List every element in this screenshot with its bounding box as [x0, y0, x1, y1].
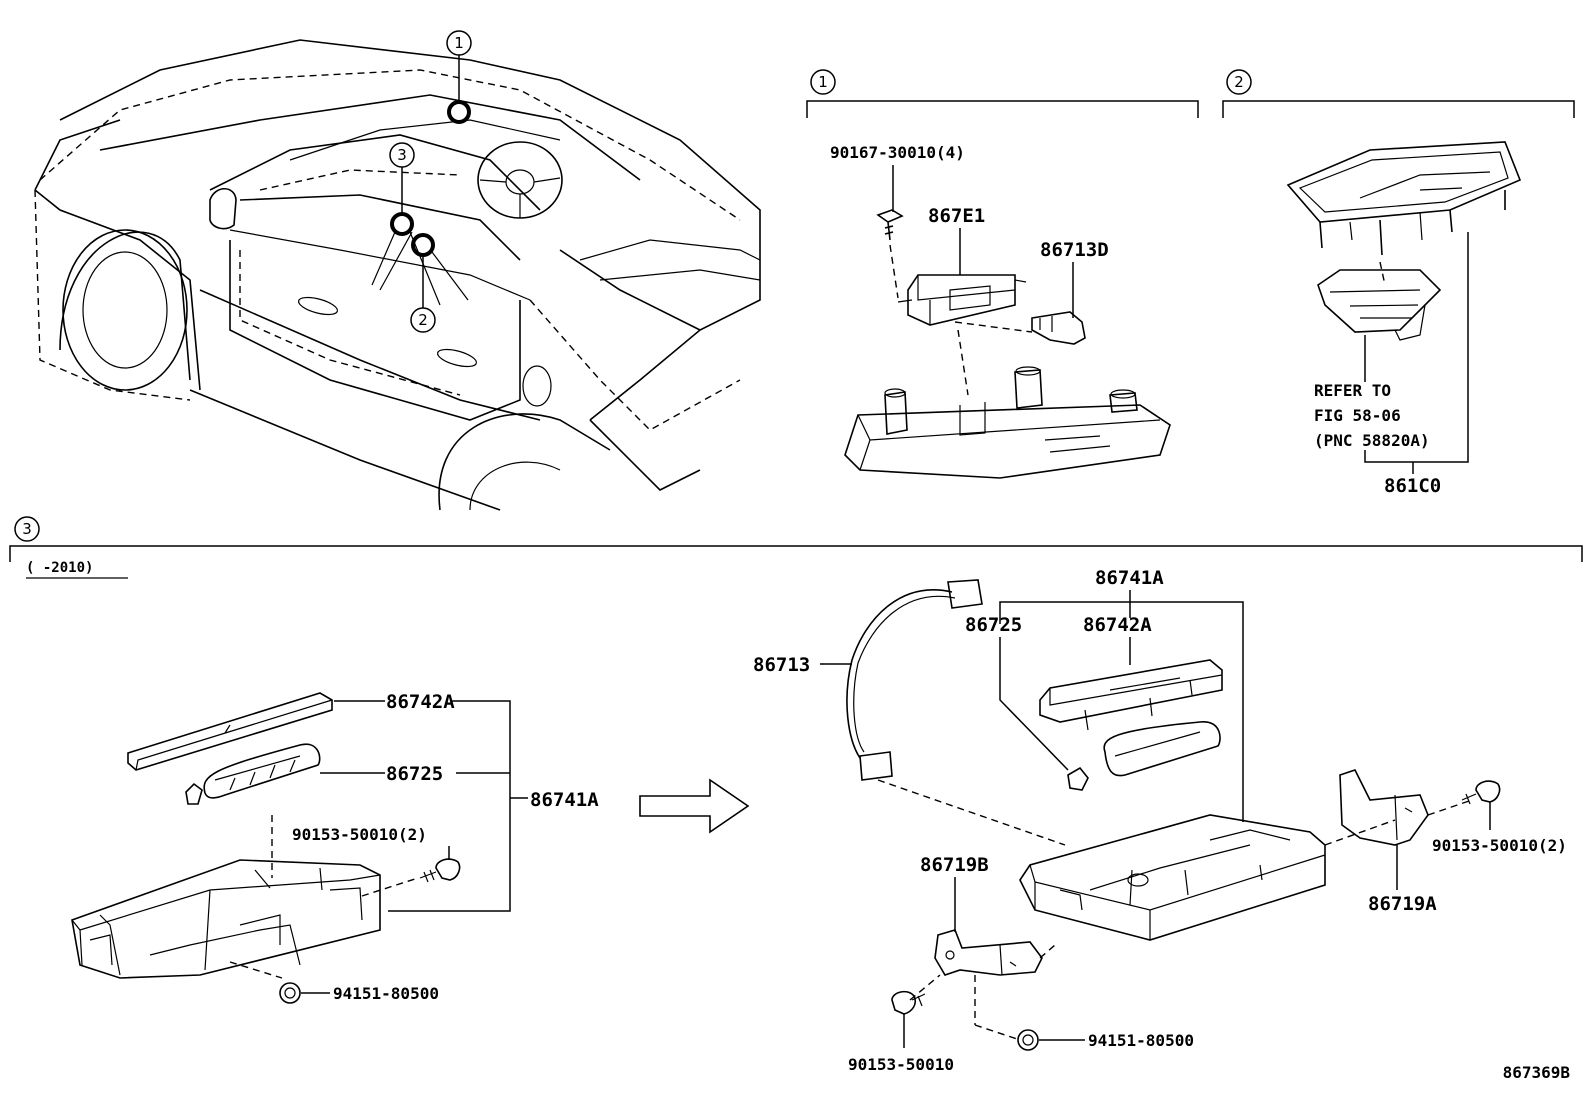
callout-1-marker: [446, 30, 472, 56]
part-867E1: 867E1: [928, 205, 985, 227]
left-part-90153-50010: 90153-50010(2): [292, 825, 427, 844]
section-1-marker: [810, 69, 836, 95]
callout-3-label: 3: [397, 146, 407, 164]
range-note: ( -2010): [26, 560, 93, 576]
refer-note-line1: REFER TO: [1314, 381, 1391, 400]
left-assembly: 86742A 86725 86741A 90153-50010(2): [71, 691, 599, 1004]
callout-2-marker: [410, 307, 436, 333]
right-part-86725: 86725: [965, 614, 1022, 636]
refer-note-line2: FIG 58-06: [1314, 406, 1401, 425]
refer-note-line3: (PNC 58820A): [1314, 431, 1430, 450]
right-part-86719B: 86719B: [920, 854, 989, 876]
callout-2-label: 2: [418, 311, 428, 329]
right-part-94151-80500: 94151-80500: [1088, 1031, 1194, 1050]
callout-1-label: 1: [454, 34, 464, 52]
right-part-90153-50010: 90153-50010: [848, 1055, 954, 1074]
section-2-title: 2: [1234, 73, 1244, 91]
callout-3-marker: [389, 142, 415, 168]
left-part-86742A: 86742A: [386, 691, 455, 713]
section-2-marker: [1226, 69, 1252, 95]
left-part-94151-80500: 94151-80500: [333, 984, 439, 1003]
right-part-86742A: 86742A: [1083, 614, 1152, 636]
right-part-90153-50010-2: 90153-50010(2): [1432, 836, 1567, 855]
right-assembly: 86713 86741A 86725 86742A: [753, 567, 1567, 1074]
left-part-86741A: 86741A: [530, 789, 599, 811]
section-2: 2 REFER TO FIG 58-06 (PNC 58820A) 861C0: [1222, 69, 1575, 497]
part-86713D: 86713D: [1040, 239, 1109, 261]
part-90167-30010: 90167-30010(4): [830, 143, 965, 162]
left-part-86725: 86725: [386, 763, 443, 785]
section-1-title: 1: [818, 73, 828, 91]
section-1: 1 90167-30010(4) 867E1 86713D: [806, 69, 1199, 479]
car-overview: 1 3 2: [34, 30, 761, 511]
part-861C0: 861C0: [1384, 475, 1441, 497]
figure-id: 867369B: [1503, 1063, 1571, 1082]
arrow-icon: [639, 778, 750, 834]
section-3-title: 3: [22, 520, 32, 538]
section-3-marker: [14, 516, 40, 542]
right-part-86741A: 86741A: [1095, 567, 1164, 589]
section-3: 3 ( -2010) 86742A 86725 86741A 90153-500…: [9, 516, 1583, 1074]
right-part-86713: 86713: [753, 654, 810, 676]
right-part-86719A: 86719A: [1368, 893, 1437, 915]
